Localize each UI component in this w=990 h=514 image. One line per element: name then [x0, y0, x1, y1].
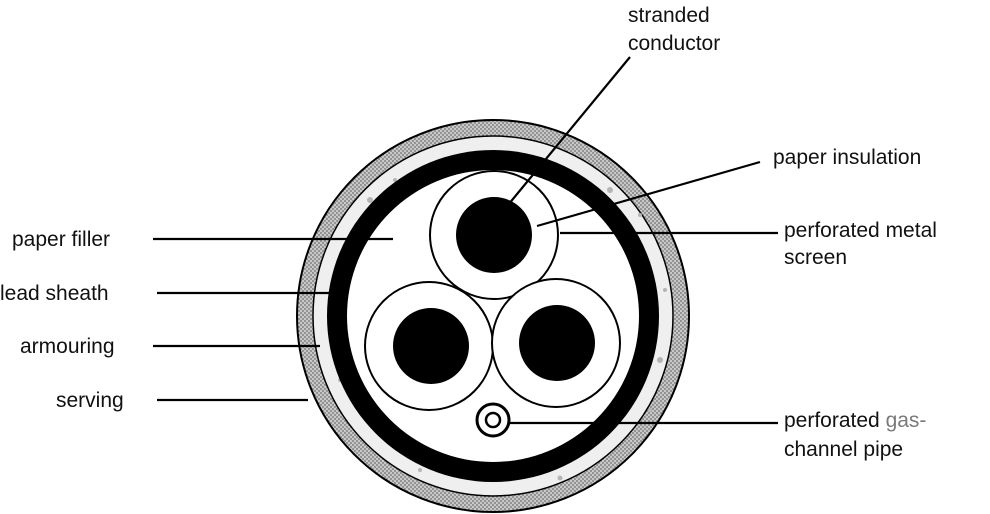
- core-right-conductor: [519, 305, 595, 381]
- label-lead-sheath: lead sheath: [0, 282, 109, 305]
- label-stranded-conductor-line1: stranded: [628, 4, 710, 27]
- leader-stranded-conductor: [507, 56, 631, 206]
- label-perforated-gas-channel-pipe-line2: channel pipe: [784, 438, 903, 461]
- label-paper-insulation: paper insulation: [773, 146, 921, 169]
- leader-paper-insulation: [536, 160, 761, 228]
- core-left-conductor: [393, 308, 469, 384]
- gas-channel-pipe-inner: [484, 411, 502, 429]
- label-gas-part: gas-: [886, 409, 927, 432]
- label-perforated-gas-channel-pipe-line1: perforated gas-: [784, 409, 926, 432]
- label-stranded-conductor-line2: conductor: [628, 32, 720, 55]
- label-serving: serving: [56, 389, 124, 412]
- label-perforated-metal-screen-line1: perforated metal: [784, 219, 937, 242]
- label-perforated-part: perforated: [784, 409, 886, 432]
- core-top-conductor: [456, 197, 532, 273]
- label-perforated-metal-screen-line2: screen: [784, 246, 847, 269]
- label-armouring: armouring: [20, 335, 115, 358]
- label-paper-filler: paper filler: [12, 228, 110, 251]
